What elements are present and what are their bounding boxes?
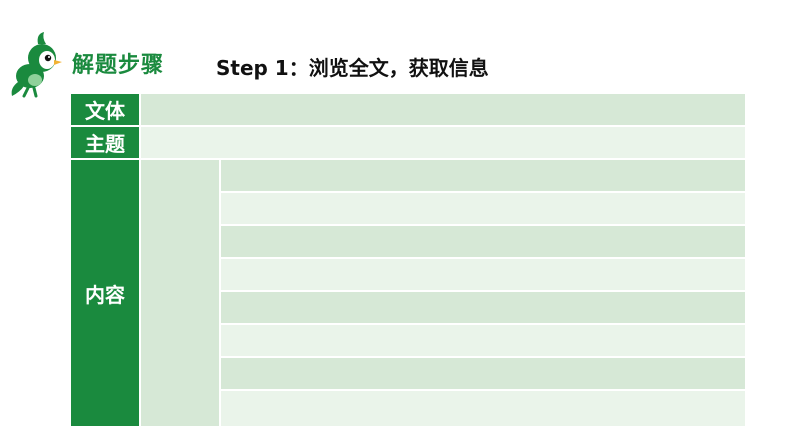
row-label-genre: 文体 — [71, 94, 139, 125]
content-row-6[interactable] — [221, 325, 745, 356]
content-row-5[interactable] — [221, 292, 745, 323]
content-row-2[interactable] — [221, 193, 745, 224]
content-subcategory-cell[interactable] — [141, 160, 219, 426]
content-row-4[interactable] — [221, 259, 745, 290]
section-label: 解题步骤 — [72, 53, 165, 78]
content-row-1[interactable] — [221, 160, 745, 191]
content-row-8[interactable] — [221, 391, 745, 426]
info-table: 文体 主题 内容 — [71, 94, 745, 426]
genre-value-cell[interactable] — [141, 94, 745, 125]
row-label-content: 内容 — [71, 160, 139, 426]
theme-value-cell[interactable] — [141, 127, 745, 158]
content-row-7[interactable] — [221, 358, 745, 389]
row-label-theme: 主题 — [71, 127, 139, 158]
step-title: Step 1：浏览全文，获取信息 — [216, 56, 489, 80]
content-row-3[interactable] — [221, 226, 745, 257]
green-bird-mascot-icon — [11, 32, 62, 98]
